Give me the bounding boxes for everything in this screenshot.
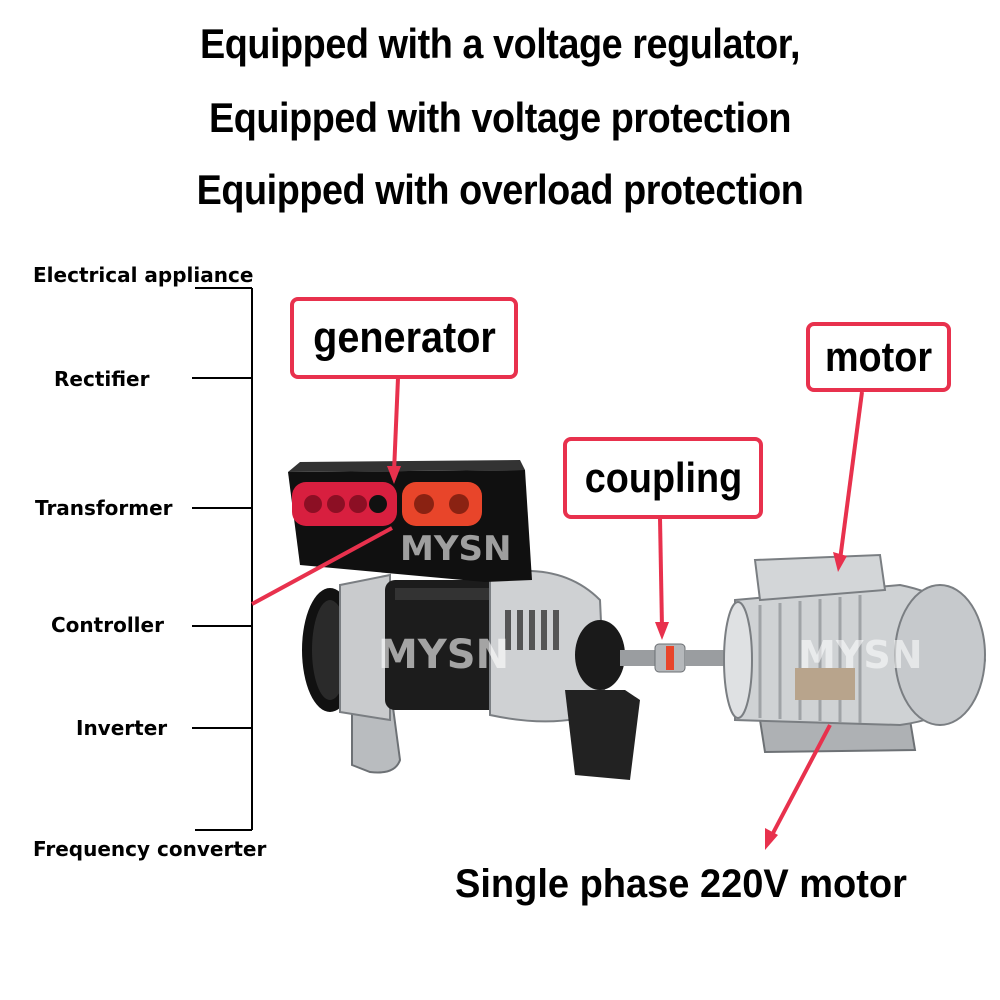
application-label: Inverter [76, 716, 168, 740]
generator-unit [288, 460, 640, 780]
motor-callout: motor [806, 322, 951, 392]
headline-overload-protection: Equipped with overload protection [196, 166, 804, 213]
generator-arrow [392, 377, 400, 473]
caption-arrow [770, 724, 832, 836]
motor-unit [723, 553, 987, 754]
application-label: Rectifier [54, 367, 150, 391]
application-label: Electrical appliance [33, 263, 254, 287]
motor-arrow [838, 391, 864, 561]
generator-callout-label: generator [312, 313, 496, 362]
headline-voltage-protection: Equipped with voltage protection [208, 94, 791, 141]
generator-callout: generator [290, 297, 518, 379]
watermark-text: MYSN [798, 633, 923, 677]
application-label: Frequency converter [33, 837, 267, 861]
motor-nameplate [795, 668, 855, 700]
coupling-assembly [620, 643, 735, 673]
motor-callout-label: motor [824, 333, 933, 380]
headline-voltage-regulator: Equipped with a voltage regulator, [199, 20, 801, 67]
application-label: Transformer [35, 496, 173, 520]
watermark-text: MYSN [400, 529, 511, 569]
application-label: Controller [51, 613, 164, 637]
motor-spec-caption: Single phase 220V motor [455, 862, 907, 906]
callout-arrows [251, 377, 864, 850]
coupling-callout: coupling [563, 437, 763, 519]
terminal-block-orange [402, 482, 482, 526]
coupling-callout-label: coupling [584, 454, 742, 501]
watermark-text: MYSN [378, 632, 509, 678]
coupling-arrow [658, 517, 664, 629]
controller-arrow [251, 526, 393, 606]
application-bracket [192, 287, 253, 831]
